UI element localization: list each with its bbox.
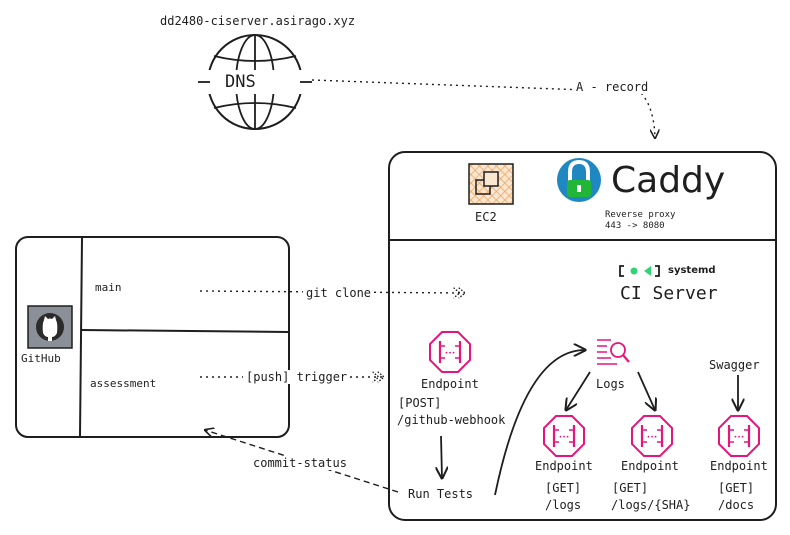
sha-endpoint-method: [GET]: [612, 481, 649, 495]
webhook-endpoint-label: Endpoint: [421, 377, 479, 391]
caddy-ports: 443 -> 8080: [605, 221, 665, 231]
webhook-to-tests-arrow: [441, 435, 442, 478]
logs-to-list-arrow: [566, 371, 591, 410]
ci-server-title: CI Server: [620, 283, 718, 304]
sha-endpoint-path[interactable]: /logs/{SHA}: [611, 498, 691, 512]
docs-endpoint-method: [GET]: [718, 481, 755, 495]
github-logo-icon: [27, 305, 73, 349]
server-box: [388, 151, 777, 521]
webhook-method: [POST]: [398, 396, 442, 410]
run-tests-label: Run Tests: [408, 487, 474, 501]
logs-icon: [597, 339, 630, 365]
logs-to-sha-arrow: [637, 371, 655, 410]
a-record-label: A - record: [573, 80, 652, 94]
logs-endpoint-method: [GET]: [545, 481, 582, 495]
logs-label: Logs: [596, 377, 625, 391]
push-trigger-label: [push] trigger: [243, 370, 351, 384]
docs-endpoint-label: Endpoint: [710, 459, 768, 473]
dns-hostname: dd2480-ciserver.asirago.xyz: [160, 14, 356, 28]
swagger-label: Swagger: [709, 358, 760, 372]
sha-endpoint-label: Endpoint: [621, 459, 679, 473]
ec2-icon: [468, 163, 514, 205]
github-label: GitHub: [21, 352, 61, 365]
caddy-lock-icon: [557, 158, 601, 202]
branch-main[interactable]: main: [95, 281, 122, 294]
branch-assessment[interactable]: assessment: [90, 377, 157, 390]
systemd-icon: [619, 265, 660, 277]
caddy-description: Reverse proxy: [605, 210, 676, 220]
commit-status-label: commit-status: [250, 456, 350, 470]
docs-endpoint-path[interactable]: /docs: [718, 498, 755, 512]
logs-endpoint-label: Endpoint: [535, 459, 593, 473]
dns-icon-text: DNS: [225, 72, 256, 92]
logs-endpoint-path[interactable]: /logs: [545, 498, 582, 512]
webhook-path[interactable]: /github-webhook: [397, 413, 506, 427]
systemd-label: systemd: [668, 265, 716, 276]
tests-to-logs-arrow: [494, 350, 585, 496]
git-clone-label: git clone: [303, 286, 375, 300]
caddy-title: Caddy: [611, 160, 726, 201]
github-box: [15, 236, 290, 438]
ec2-label: EC2: [475, 210, 497, 224]
